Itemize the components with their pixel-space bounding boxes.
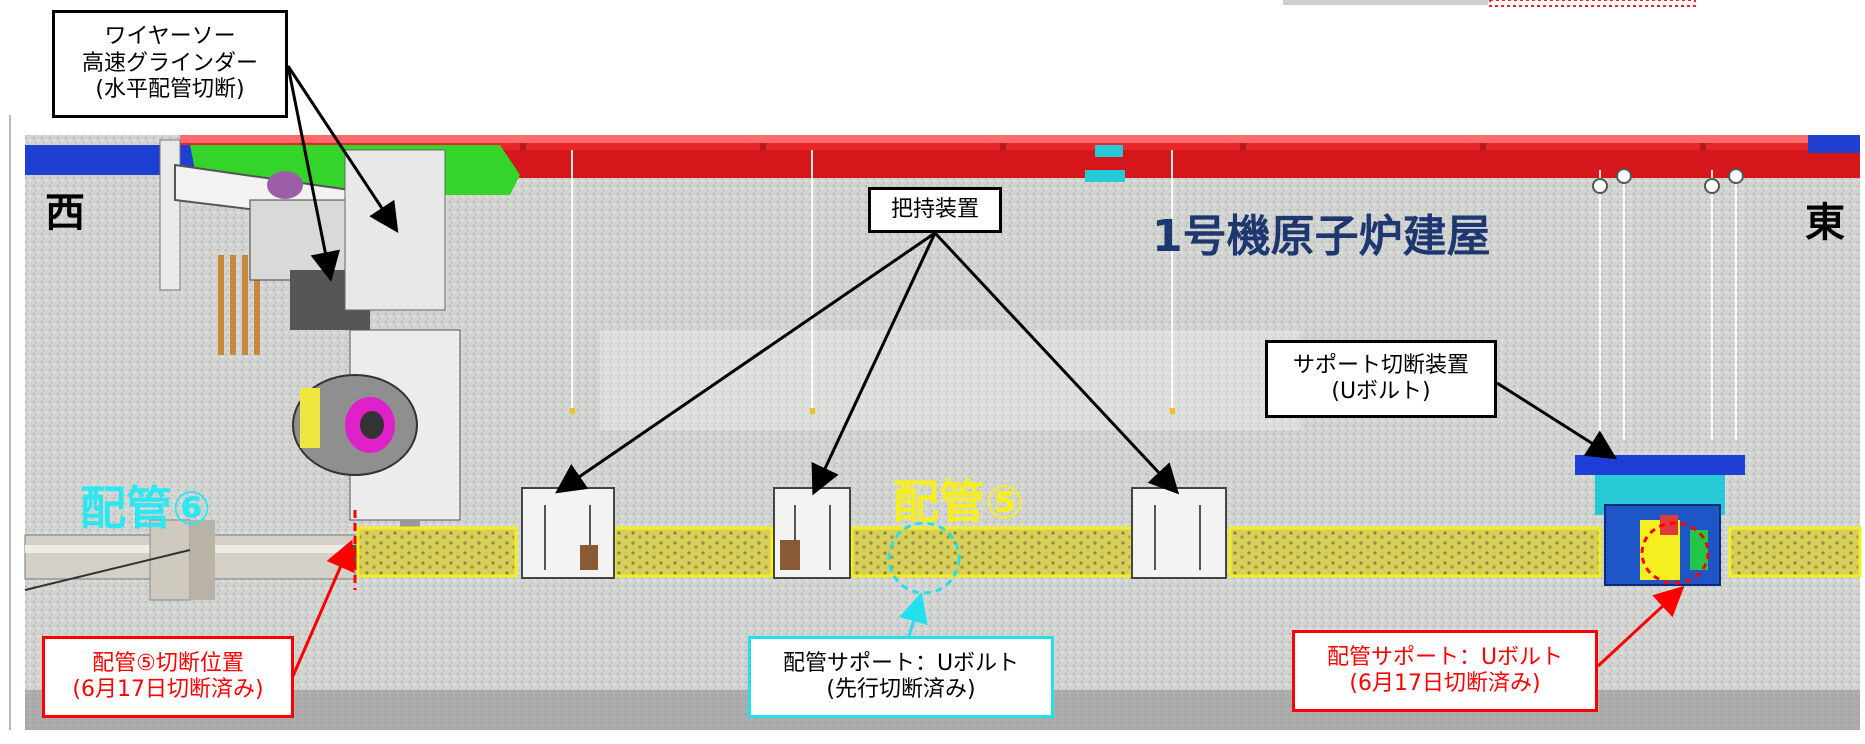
callout-support-cut: 配管サポート：Uボルト (6月17日切断済み) <box>1292 630 1598 712</box>
callout-gripper-line1: 把持装置 <box>890 196 979 222</box>
callout-support-cutter-line1: サポート切断装置 <box>1292 352 1469 378</box>
callout-gripper: 把持装置 <box>868 187 1002 233</box>
callout-cut-position-line2: (6月17日切断済み) <box>72 677 264 702</box>
callout-wire-saw-line3: (水平配管切断) <box>95 77 245 103</box>
callout-support-cutter: サポート切断装置 (Uボルト) <box>1265 340 1497 418</box>
header-red-mark <box>1489 0 1696 7</box>
callout-support-precut-line1: 配管サポート：Uボルト <box>782 650 1020 676</box>
pipe5-label: 配管⑤ <box>893 475 1024 529</box>
callout-cut-position: 配管⑤切断位置 (6月17日切断済み) <box>42 636 294 718</box>
callout-wire-saw-line2: 高速グラインダー <box>81 50 258 76</box>
callout-support-precut-line2: (先行切断済み) <box>826 677 976 702</box>
callout-support-cut-line2: (6月17日切断済み) <box>1349 671 1541 696</box>
callout-wire-saw: ワイヤーソー 高速グラインダー (水平配管切断) <box>52 10 288 118</box>
rotary-cutter <box>292 374 418 476</box>
callout-cut-position-line1: 配管⑤切断位置 <box>92 650 244 676</box>
callout-support-precut: 配管サポート：Uボルト (先行切断済み) <box>748 636 1054 718</box>
callout-arrows <box>286 65 1685 677</box>
callout-wire-saw-line1: ワイヤーソー <box>104 24 236 50</box>
callout-support-cutter-line2: (Uボルト) <box>1331 379 1431 404</box>
support-cut-marker <box>1640 521 1710 585</box>
pipe6-label: 配管⑥ <box>80 481 211 535</box>
west-label: 西 <box>45 190 85 236</box>
callout-support-cut-line1: 配管サポート：Uボルト <box>1326 644 1564 670</box>
building-title: 1号機原子炉建屋 <box>1152 211 1491 262</box>
header-gray-mark <box>1283 0 1488 5</box>
east-label: 東 <box>1805 200 1845 246</box>
ceiling-red-beam-west <box>400 150 1860 178</box>
support-cutter-device <box>1575 455 1745 586</box>
